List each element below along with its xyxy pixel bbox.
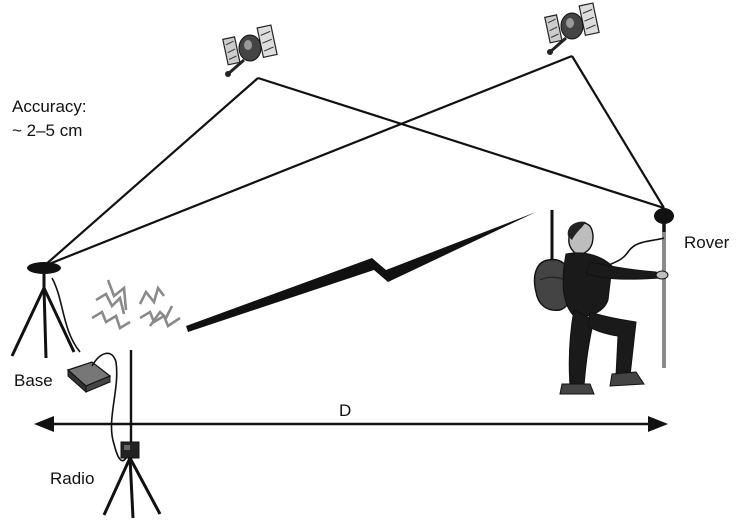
- distance-label: D: [339, 401, 352, 420]
- receiver-box-icon: [66, 361, 112, 394]
- distance-arrow: [34, 416, 668, 432]
- tripod-icon: [10, 287, 76, 359]
- lightning-bolt-icon: [186, 212, 536, 332]
- accuracy-title: Accuracy:: [12, 97, 87, 116]
- satellite-icon: [222, 24, 278, 77]
- gnss-antenna-icon: [27, 262, 61, 274]
- line-sat2-rover: [571, 55, 665, 209]
- tripod-icon: [102, 457, 162, 519]
- rover-pole-icon: [654, 208, 674, 368]
- base-station: [10, 262, 127, 462]
- radio-label: Radio: [50, 469, 95, 488]
- gnss-antenna-icon: [654, 208, 674, 224]
- base-label: Base: [14, 371, 53, 390]
- radio-station: [91, 279, 181, 519]
- satellite-icon: [544, 2, 600, 55]
- line-sat1-rover: [257, 76, 665, 210]
- accuracy-value: ~ 2–5 cm: [12, 121, 83, 140]
- line-sat2-base: [43, 54, 573, 268]
- satellite-lines: [43, 54, 665, 268]
- line-sat1-base: [43, 77, 259, 267]
- rover-label: Rover: [684, 233, 730, 252]
- surveyor-icon: [533, 210, 669, 395]
- radio-waves-icon: [91, 279, 181, 330]
